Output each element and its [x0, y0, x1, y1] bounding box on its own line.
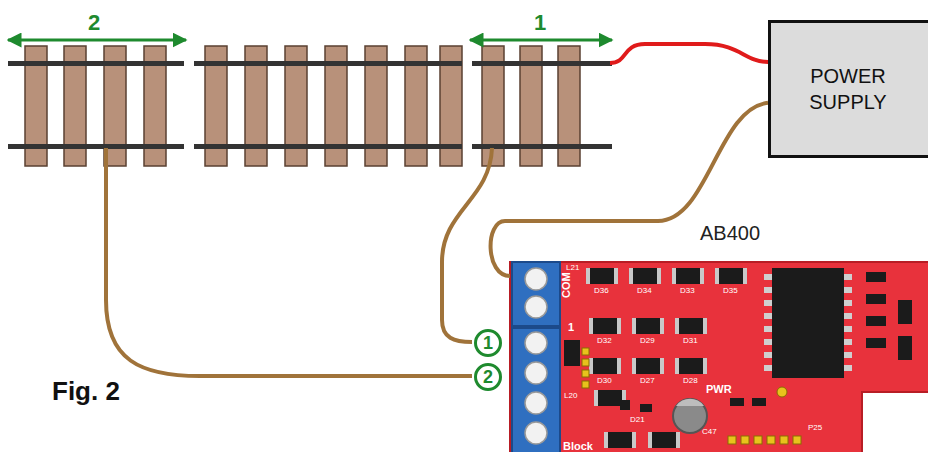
part-label: D32: [597, 337, 612, 345]
part-label: C47: [702, 428, 717, 436]
feeder-wire: [442, 148, 492, 342]
section-number: 1: [534, 12, 546, 34]
part-label: D34: [637, 287, 652, 295]
section-arrow: [8, 39, 186, 42]
part-label: D27: [640, 377, 655, 385]
track-rails: [8, 61, 612, 149]
power-wire: [491, 103, 768, 276]
part-label: D30: [597, 377, 612, 385]
power-supply-box: POWER SUPPLY: [768, 20, 928, 158]
callout-circle: 1: [474, 329, 502, 357]
callout-number: 2: [483, 368, 493, 386]
callout-number: 1: [483, 334, 493, 352]
part-label: D28: [683, 377, 698, 385]
part-label: L20: [564, 392, 577, 400]
silkscreen-label: Block: [563, 441, 593, 452]
part-label: D29: [640, 337, 655, 345]
red-wire: [610, 44, 768, 63]
section-number: 2: [88, 12, 100, 34]
box-label: POWER SUPPLY: [789, 63, 907, 115]
figure-label: Fig. 2: [52, 378, 120, 404]
circuit-board: [510, 262, 928, 452]
part-label: D21: [630, 416, 645, 424]
part-label: D35: [723, 287, 738, 295]
board-name: AB400: [700, 222, 760, 245]
callout-circle: 2: [474, 363, 502, 391]
silkscreen-label: 1: [568, 322, 574, 333]
part-label: D36: [594, 287, 609, 295]
feeder-wire: [106, 148, 472, 376]
silkscreen-label: COM: [561, 272, 572, 298]
part-label: L21: [566, 264, 579, 272]
part-label: D33: [680, 287, 695, 295]
part-label: D31: [683, 337, 698, 345]
ab400-board: AB40012: [510, 262, 928, 452]
section-arrow: [470, 39, 612, 42]
silkscreen-label: PWR: [706, 384, 732, 395]
part-label: P25: [808, 424, 822, 432]
